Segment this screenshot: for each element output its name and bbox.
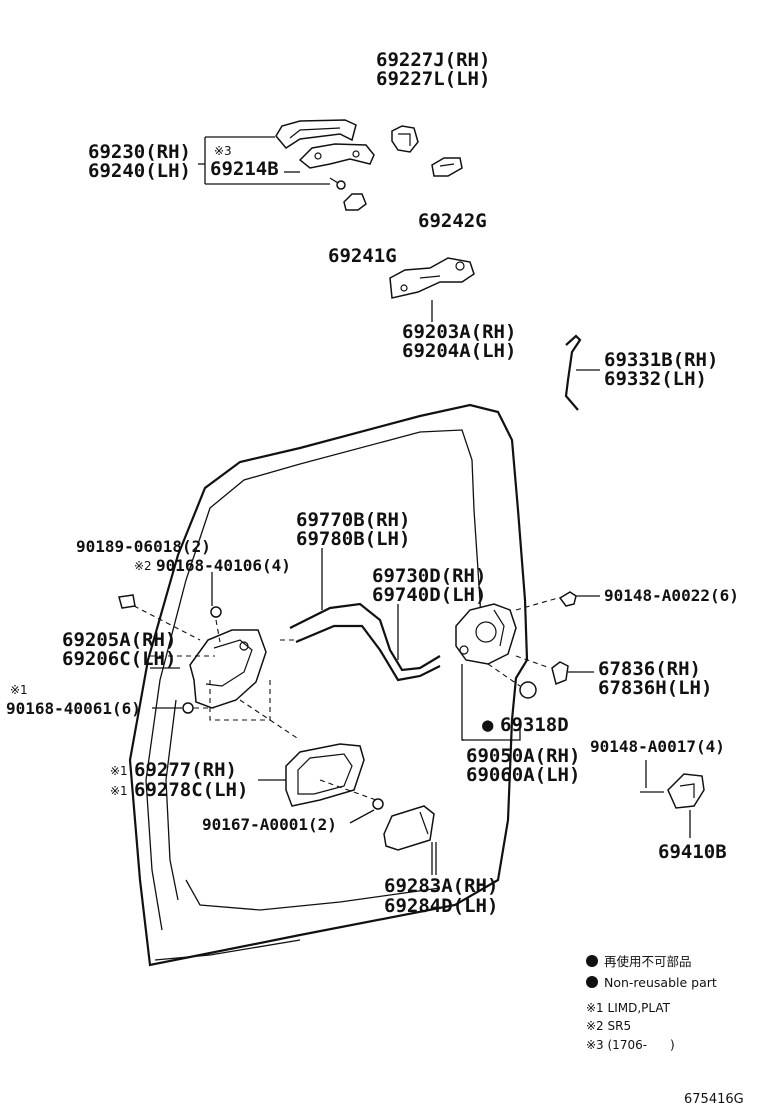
screw-90148-a0022: [515, 591, 600, 611]
legend-note-1: ※1 LIMD,PLAT: [586, 1001, 671, 1015]
label-90148-a0017: 90148-A0017(4): [590, 737, 725, 756]
label-69227l: 69227L(LH): [376, 68, 490, 90]
outside-handle-frame-69214b: [284, 143, 375, 173]
label-69205a: 69205A(RH): [62, 629, 176, 651]
label-69278c: 69278C(LH): [134, 779, 248, 801]
label-69203a: 69203A(RH): [402, 321, 516, 343]
label-69060a: 69060A(LH): [466, 764, 580, 786]
label-90168-40106: 90168-40106(4): [156, 556, 291, 575]
label-69204a: 69204A(LH): [402, 340, 516, 362]
legend-dot-en: [586, 976, 598, 988]
label-69410b: 69410B: [658, 841, 727, 863]
handle-pad-69242g: [431, 157, 463, 177]
label-90168-40061: 90168-40061(6): [6, 699, 141, 718]
label-69332: 69332(LH): [604, 368, 707, 390]
note-mark-1a: ※1: [10, 683, 28, 697]
label-69050a: 69050A(RH): [466, 745, 580, 767]
label-90148-a0022: 90148-A0022(6): [604, 586, 739, 605]
label-69770b: 69770B(RH): [296, 509, 410, 531]
cable-69770b: [289, 548, 441, 682]
label-67836: 67836(RH): [598, 658, 701, 680]
non-reusable-dot-69318d: ●: [482, 714, 494, 736]
label-69780b: 69780B(LH): [296, 528, 410, 550]
label-69230: 69230(RH): [88, 141, 191, 163]
legend-note-2: ※2 SR5: [586, 1019, 631, 1033]
screw-90168-40061: [152, 702, 214, 714]
label-69227j: 69227J(RH): [376, 49, 490, 71]
label-69740d: 69740D(LH): [372, 584, 486, 606]
outside-handle-69230: [275, 119, 357, 149]
handle-cap-69227: [391, 125, 419, 153]
screw-90167: [349, 798, 384, 824]
label-69214b: 69214B: [210, 158, 279, 180]
inside-handle-69205a: [150, 629, 267, 709]
label-69240: 69240(LH): [88, 160, 191, 182]
legend-dot-jp: [586, 955, 598, 967]
bracket-69214b: [198, 136, 330, 185]
label-69242g: 69242G: [418, 210, 487, 232]
screw-90168-40106: [210, 572, 222, 643]
clip-67836: [515, 655, 594, 686]
handle-pad-69241g: [343, 193, 367, 211]
door-lock-69050a: [455, 603, 521, 741]
label-69206c: 69206C(LH): [62, 648, 176, 670]
legend-non-reusable-jp: 再使用不可部品: [604, 954, 692, 969]
bumper-69318d: [487, 663, 537, 699]
cover-69283a: [383, 805, 437, 875]
legend-note-3: ※3 (1706- ): [586, 1038, 675, 1052]
striker-69410b: [640, 760, 705, 838]
dashed-guides-handle: [209, 639, 301, 741]
clip-90189: [118, 594, 201, 641]
label-69284d: 69284D(LH): [384, 895, 498, 917]
note-mark-2: ※2: [134, 559, 152, 573]
note-mark-1c: ※1: [110, 784, 128, 798]
label-69318d: 69318D: [500, 714, 569, 736]
label-67836h: 67836H(LH): [598, 677, 712, 699]
rod-69331b: [564, 334, 600, 411]
label-69331b: 69331B(RH): [604, 349, 718, 371]
note-mark-3: ※3: [214, 144, 232, 158]
label-69277: 69277(RH): [134, 759, 237, 781]
label-69283a: 69283A(RH): [384, 875, 498, 897]
legend-non-reusable-en: Non-reusable part: [604, 975, 717, 990]
label-90167: 90167-A0001(2): [202, 815, 337, 834]
outside-handle-frame-69203a: [389, 257, 475, 322]
label-90189: 90189-06018(2): [76, 537, 211, 556]
small-screw: [329, 177, 346, 190]
label-69241g: 69241G: [328, 245, 397, 267]
handle-bezel-69277: [258, 743, 377, 807]
figure-id: 675416G: [684, 1092, 744, 1107]
label-69730d: 69730D(RH): [372, 565, 486, 587]
rear-door-outline: [128, 403, 529, 967]
note-mark-1b: ※1: [110, 764, 128, 778]
